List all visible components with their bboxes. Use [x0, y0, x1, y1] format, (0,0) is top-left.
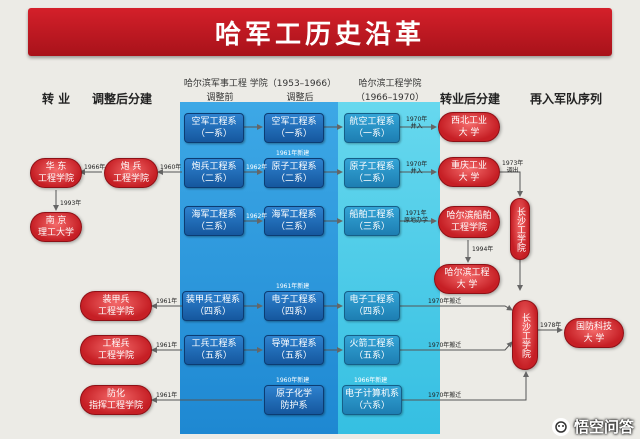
left-unit-nanjing: 南 京理工大学 [30, 212, 82, 242]
hagong-dept-6: 电子计算机系（六系） [342, 385, 402, 415]
label-1962-a: 1962年 [246, 164, 268, 171]
label-1993: 1993年 [60, 200, 82, 207]
right-unit-xibei: 西北工业大 学 [438, 112, 500, 142]
header-hagong-years: （1966–1970） [355, 93, 425, 103]
right-unit-hachuan: 哈尔滨船舶工程学院 [438, 206, 500, 238]
label-new-1960: 1960年新建 [276, 377, 310, 384]
label-1961-c: 1961年 [156, 392, 178, 399]
label-1970-b: 1970年并入 [406, 161, 428, 175]
after-dept-4: 电子工程系（四系） [264, 291, 324, 321]
left-unit-gongchengbing: 工程兵工程学院 [80, 335, 152, 365]
left-unit-fanghua: 防化指挥工程学院 [80, 385, 152, 415]
hajungong-panel [180, 102, 338, 434]
right-unit-hagongda: 哈尔滨工程大 学 [434, 264, 500, 294]
after-dept-1: 空军工程系（一系） [264, 113, 324, 143]
label-1961-a: 1961年 [156, 298, 178, 305]
label-new-1961-a: 1961年新建 [276, 150, 310, 157]
watermark: 悟空问答 [551, 416, 634, 437]
vertical-unit-lower: 长沙工学院 [512, 300, 538, 370]
header-zhuanye-fenjian: 转业后分建 [440, 92, 501, 106]
label-1961-b: 1961年 [156, 342, 178, 349]
hagong-dept-2: 原子工程系（二系） [344, 158, 400, 188]
label-1970-move-2: 1970年搬迁 [428, 342, 462, 349]
after-dept-6: 原子化学防护系 [264, 385, 324, 415]
header-zairu: 再入军队序列 [530, 92, 603, 106]
hagong-dept-3: 船舶工程系（三系） [344, 206, 400, 236]
label-1960: 1960年 [160, 164, 182, 171]
label-1962-b: 1962年 [246, 213, 268, 220]
page-title: 哈军工历史沿革 [28, 8, 612, 56]
left-unit-zhuangjia: 装甲兵工程学院 [80, 291, 152, 321]
label-new-1961-b: 1961年新建 [276, 283, 310, 290]
left-unit-paobing: 炮 兵工程学院 [104, 158, 158, 188]
left-unit-huadong: 华 东工程学院 [30, 158, 82, 188]
after-dept-3: 海军工程系（三系） [264, 206, 324, 236]
before-dept-3: 海军工程系（三系） [184, 206, 244, 236]
header-zhuanye: 转 业 [42, 92, 71, 106]
before-dept-5: 工兵工程系（五系） [184, 335, 244, 365]
label-1971: 1971年原地办学 [404, 210, 429, 224]
hagong-dept-5: 火箭工程系（五系） [344, 335, 400, 365]
header-before: 调整前 [206, 93, 234, 103]
right-unit-guofang: 国防科技大 学 [564, 318, 624, 348]
before-dept-2: 炮兵工程系（二系） [184, 158, 244, 188]
before-dept-4: 装甲兵工程系（四系） [182, 291, 244, 321]
header-tiaozheng: 调整后分建 [92, 92, 153, 106]
after-dept-2: 原子工程系（二系） [264, 158, 324, 188]
vertical-unit-upper: 长沙工学院 [510, 198, 530, 260]
header-hajungong: 哈尔滨军事工程 学院（1953–1966） [183, 79, 337, 89]
label-1970-a: 1970年并入 [406, 116, 428, 130]
wukong-logo-icon [551, 417, 570, 436]
label-1966: 1966年 [84, 164, 106, 171]
header-hagong: 哈尔滨工程学院 [358, 79, 422, 89]
label-1973: 1973年调出 [502, 160, 524, 174]
after-dept-5: 导弹工程系（五系） [264, 335, 324, 365]
header-after: 调整后 [286, 93, 314, 103]
hagong-panel [338, 102, 440, 434]
label-1994: 1994年 [472, 246, 494, 253]
watermark-text: 悟空问答 [573, 418, 634, 436]
right-unit-chongqing: 重庆工业大 学 [438, 157, 500, 187]
hagong-dept-1: 航空工程系（一系） [344, 113, 400, 143]
label-1978: 1978年 [540, 322, 562, 329]
label-1970-move-3: 1970年搬迁 [428, 392, 462, 399]
hagong-dept-4: 电子工程系（四系） [344, 291, 400, 321]
before-dept-1: 空军工程系（一系） [184, 113, 244, 143]
label-new-1966: 1966年新建 [354, 377, 388, 384]
label-1970-move-1: 1970年搬迁 [428, 298, 462, 305]
